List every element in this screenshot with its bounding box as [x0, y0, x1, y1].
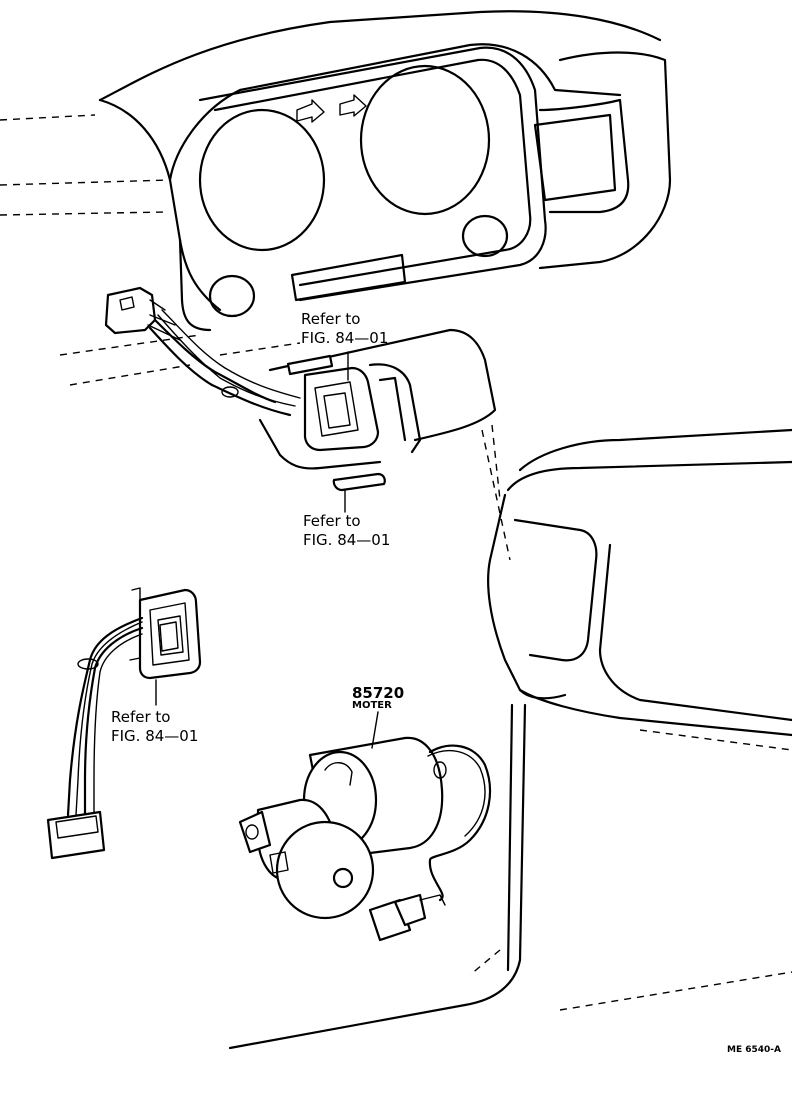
- part-number: 85720: [352, 684, 405, 702]
- refer-callout-upper: Refer to FIG. 84—01: [301, 310, 388, 348]
- door-panel: [228, 428, 792, 1050]
- gauge-right: [359, 64, 491, 216]
- refer-callout-lower: Refer to FIG. 84—01: [111, 708, 198, 746]
- drawing-code: ME 6540-A: [727, 1045, 781, 1055]
- motor: [238, 736, 492, 942]
- instrument-cluster: [98, 10, 672, 332]
- refer-callout-mid: Fefer to FIG. 84—01: [303, 512, 390, 550]
- mirror-switch-upper: [104, 286, 386, 492]
- refer-callout-upper-line2: FIG. 84—01: [301, 329, 389, 347]
- turn-left-icon: [296, 99, 325, 123]
- refer-callout-upper-line1: Refer to: [301, 310, 361, 328]
- refer-callout-lower-line2: FIG. 84—01: [111, 727, 199, 745]
- part-name: MOTER: [352, 700, 392, 711]
- refer-callout-lower-line1: Refer to: [111, 708, 171, 726]
- refer-callout-mid-line2: FIG. 84—01: [303, 531, 391, 549]
- lower-panel: [258, 328, 497, 470]
- turn-right-icon: [339, 94, 367, 117]
- gauge-left: [198, 108, 326, 252]
- mirror-switch-lower: [46, 587, 202, 860]
- refer-callout-mid-line1: Fefer to: [303, 512, 361, 530]
